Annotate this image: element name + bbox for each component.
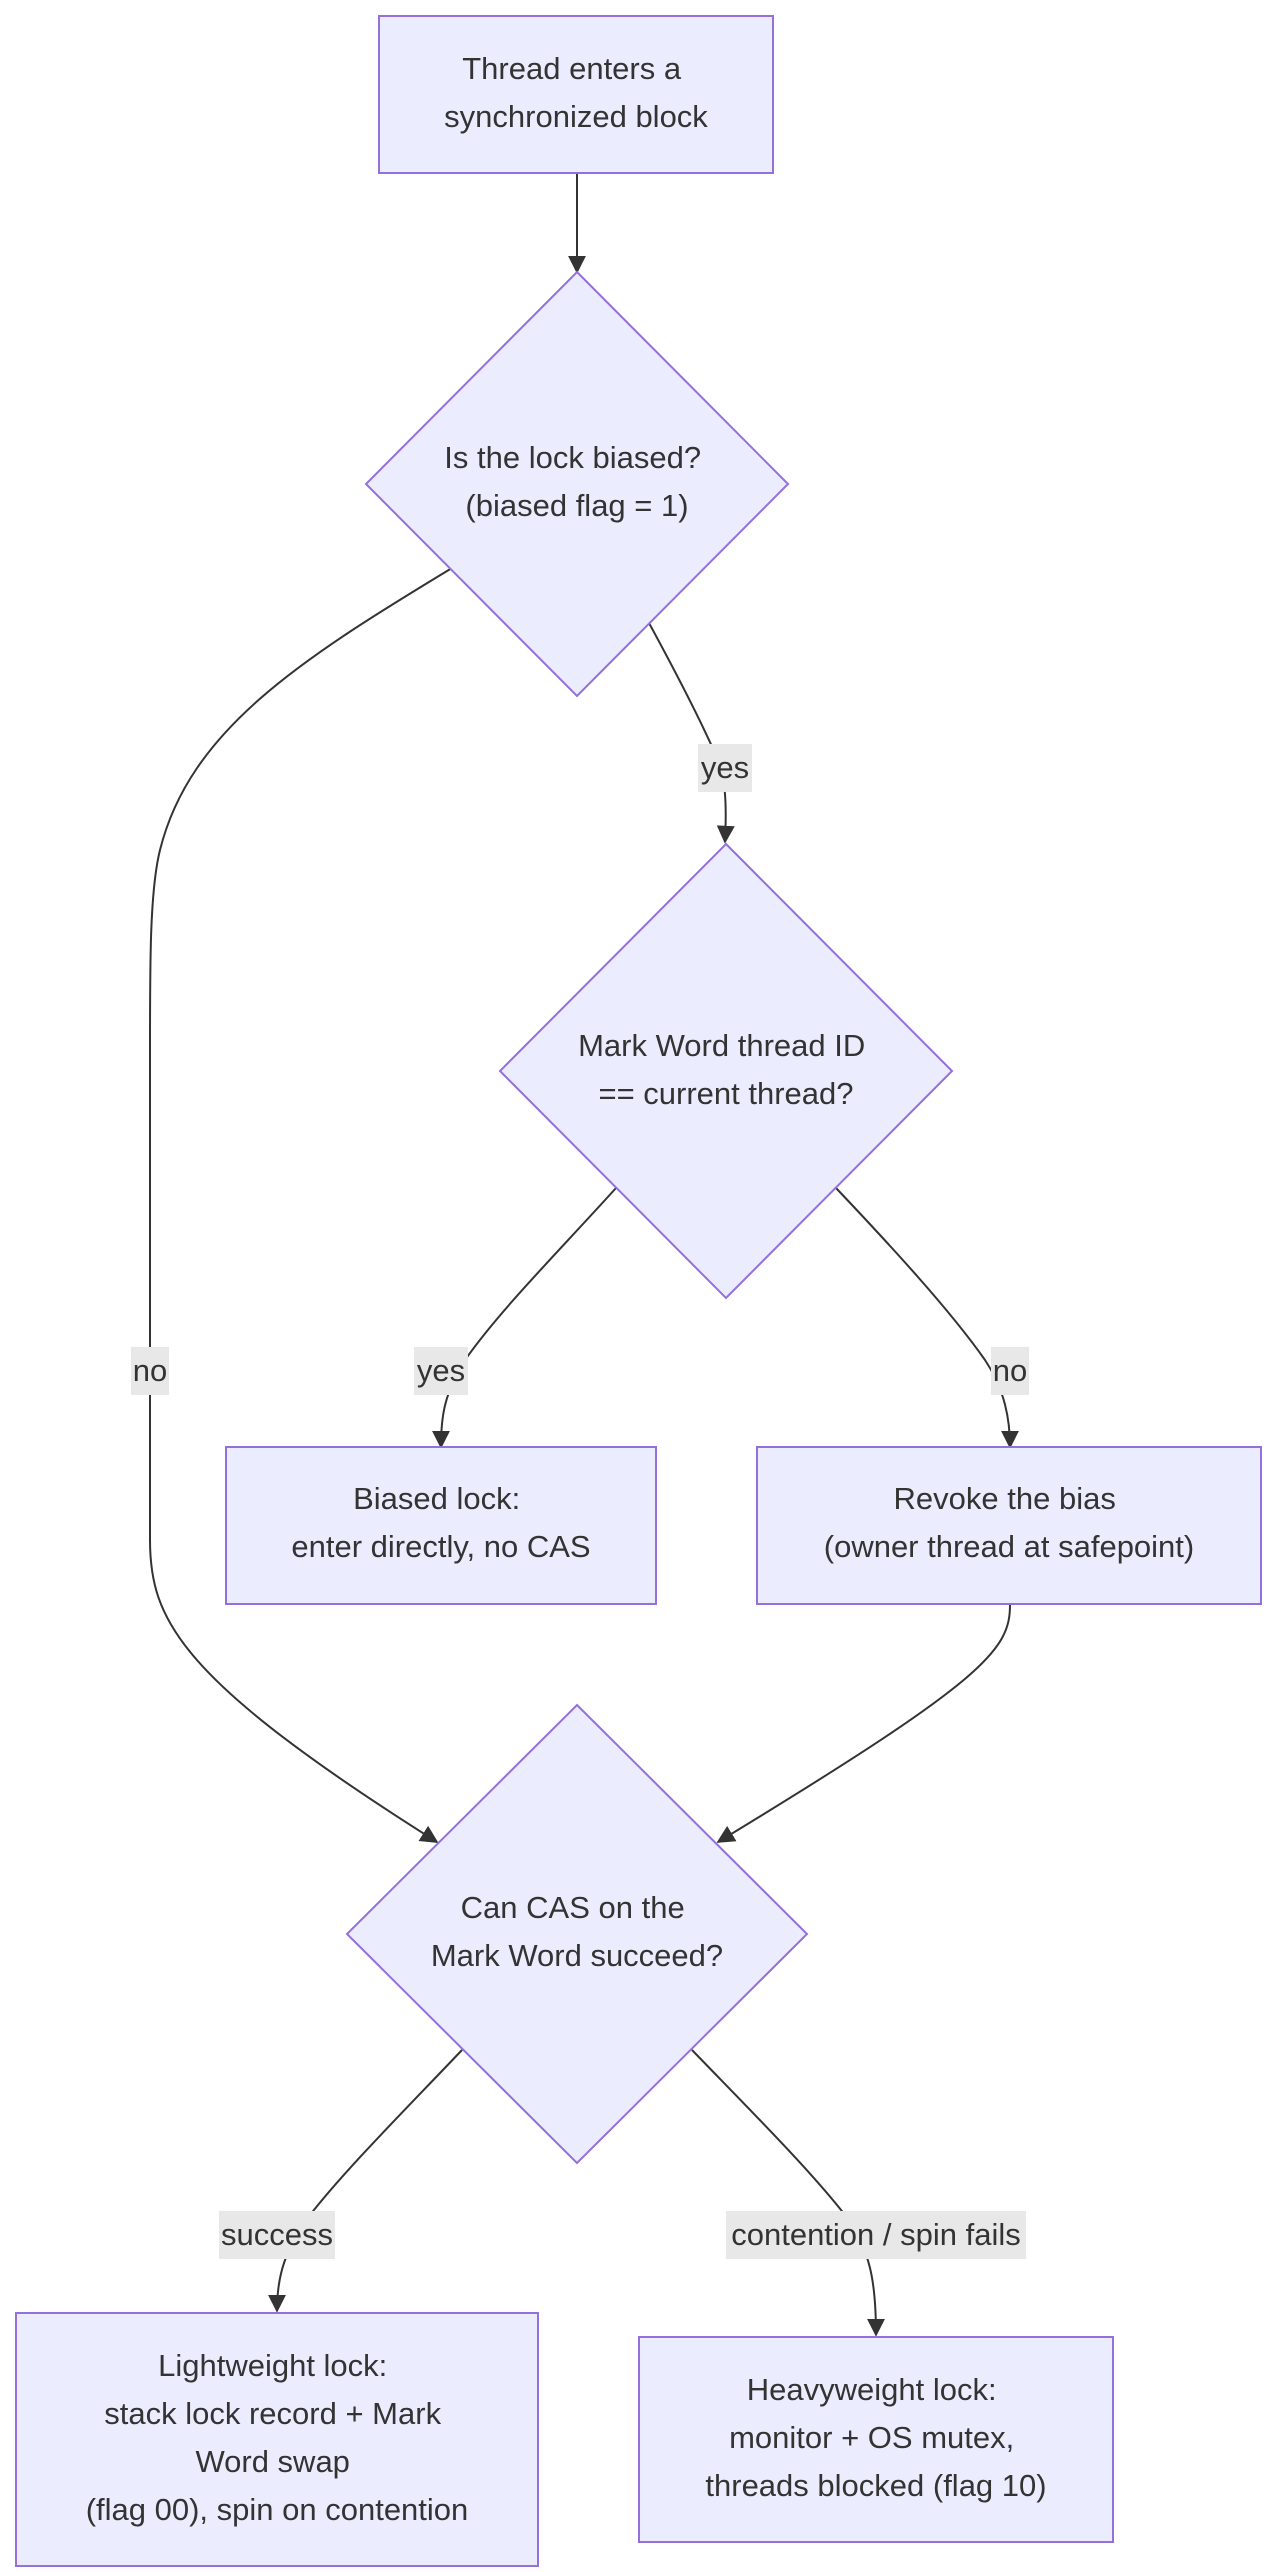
edge-label-thread-yes: yes bbox=[414, 1347, 468, 1395]
svg-text:success: success bbox=[221, 2217, 333, 2252]
node-revoke-bias-text: Revoke the bias (owner thread at safepoi… bbox=[824, 1481, 1195, 1564]
edges bbox=[149, 173, 1019, 2337]
edge-is-biased-yes bbox=[648, 622, 735, 844]
edge-thread-id-no bbox=[835, 1187, 1019, 1449]
node-thread-id-text: Mark Word thread ID == current thread? bbox=[578, 1028, 874, 1111]
node-start: Thread enters a synchronized block bbox=[378, 15, 774, 174]
node-biased-lock-text: Biased lock: enter directly, no CAS bbox=[291, 1481, 590, 1564]
node-revoke-bias: Revoke the bias (owner thread at safepoi… bbox=[756, 1446, 1262, 1605]
svg-text:contention / spin fails: contention / spin fails bbox=[731, 2217, 1021, 2252]
edge-label-cas-success: success bbox=[219, 2211, 335, 2259]
node-heavyweight-lock-text: Heavyweight lock: monitor + OS mutex, th… bbox=[705, 2372, 1046, 2503]
edge-is-biased-no bbox=[149, 567, 453, 1843]
edge-cas-contention bbox=[691, 2049, 885, 2337]
node-is-biased-decision: Is the lock biased? (biased flag = 1) bbox=[364, 270, 790, 698]
edge-revoke-to-cas bbox=[716, 1604, 1011, 1843]
svg-text:no: no bbox=[133, 1353, 167, 1388]
edge-labels: yes no yes no success contention / spin … bbox=[131, 744, 1029, 2259]
svg-text:yes: yes bbox=[417, 1353, 465, 1388]
edge-thread-id-yes bbox=[432, 1187, 617, 1449]
node-cas-decision: Can CAS on the Mark Word succeed? bbox=[345, 1703, 809, 2165]
node-biased-lock: Biased lock: enter directly, no CAS bbox=[225, 1446, 657, 1605]
edge-label-thread-no: no bbox=[991, 1347, 1029, 1395]
svg-text:yes: yes bbox=[701, 750, 749, 785]
edge-label-biased-yes: yes bbox=[698, 744, 752, 792]
edge-cas-success bbox=[268, 2049, 463, 2313]
node-lightweight-lock-text: Lightweight lock: stack lock record + Ma… bbox=[86, 2348, 469, 2527]
node-lightweight-lock: Lightweight lock: stack lock record + Ma… bbox=[15, 2312, 539, 2567]
node-is-biased-text: Is the lock biased? (biased flag = 1) bbox=[444, 440, 709, 523]
node-heavyweight-lock: Heavyweight lock: monitor + OS mutex, th… bbox=[638, 2336, 1114, 2543]
node-cas-text: Can CAS on the Mark Word succeed? bbox=[431, 1890, 723, 1973]
edge-label-biased-no: no bbox=[131, 1347, 169, 1395]
node-thread-id-decision: Mark Word thread ID == current thread? bbox=[498, 842, 954, 1300]
node-start-text: Thread enters a synchronized block bbox=[444, 51, 708, 134]
edge-label-cas-contention: contention / spin fails bbox=[726, 2211, 1026, 2259]
svg-text:no: no bbox=[993, 1353, 1027, 1388]
nodes: Thread enters a synchronized block Is th… bbox=[15, 15, 1262, 2567]
